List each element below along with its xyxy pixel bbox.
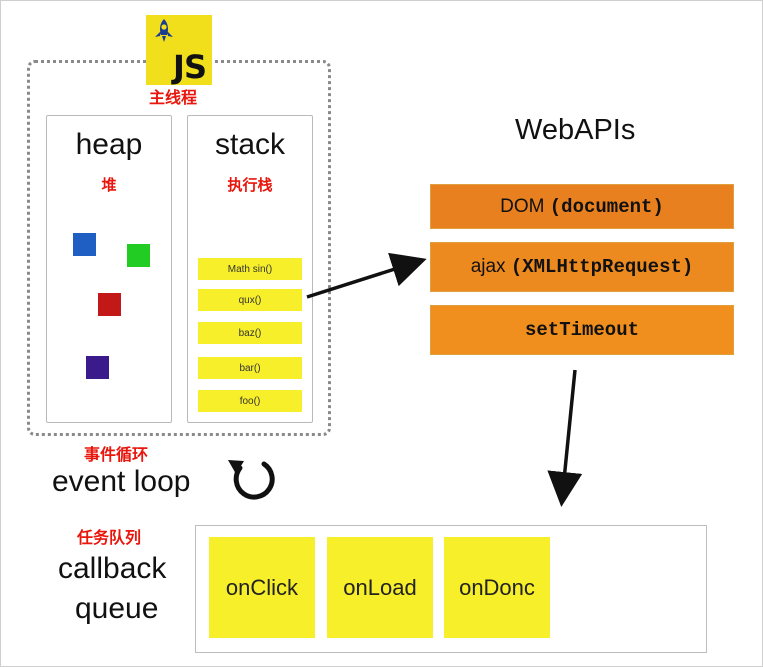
webapi-dom: DOM (document) <box>430 184 734 229</box>
main-thread-label: 主线程 <box>149 88 198 107</box>
webapi-detail: (XMLHttpRequest) <box>510 256 694 278</box>
webapi-name: ajax <box>470 256 506 277</box>
heap-object <box>98 293 121 316</box>
webapis-title: WebAPIs <box>515 114 636 146</box>
callback-queue-label-line2: queue <box>75 592 159 625</box>
js-logo-text: JS <box>173 48 207 86</box>
heap-object <box>73 233 96 256</box>
heap-object <box>127 244 150 267</box>
event-loop-label-zh: 事件循环 <box>84 445 149 464</box>
webapi-detail: (document) <box>549 195 664 218</box>
stack-frame: baz() <box>198 322 302 344</box>
stack-frame: foo() <box>198 390 302 412</box>
stack-label-zh: 执行栈 <box>227 176 273 194</box>
webapi-detail: setTimeout <box>524 319 640 341</box>
stack-title: stack <box>214 128 286 161</box>
stack-frame: Math sin() <box>198 258 302 280</box>
webapi-ajax: ajax (XMLHttpRequest) <box>430 242 734 292</box>
stack-panel: stack 执行栈 Math sin() qux() baz() bar() f… <box>187 115 313 423</box>
heap-title: heap <box>75 128 143 161</box>
queue-item-ondonc: onDonc <box>444 537 550 638</box>
rocket-icon <box>155 19 173 42</box>
queue-item-onload: onLoad <box>327 537 433 638</box>
heap-object <box>86 356 109 379</box>
event-loop-label: event loop <box>52 465 191 498</box>
stack-frame: qux() <box>198 289 302 311</box>
callback-queue-label-line1: callback <box>58 552 167 585</box>
queue-item-onclick: onClick <box>209 537 315 638</box>
heap-panel: heap 堆 <box>46 115 172 423</box>
callback-queue-label-zh: 任务队列 <box>77 528 142 547</box>
webapi-settimeout: setTimeout <box>430 305 734 355</box>
js-logo: JS <box>146 15 212 85</box>
webapi-name: DOM <box>500 195 545 217</box>
heap-label-zh: 堆 <box>101 176 117 194</box>
refresh-loop-icon <box>228 460 275 500</box>
stack-frame: bar() <box>198 357 302 379</box>
